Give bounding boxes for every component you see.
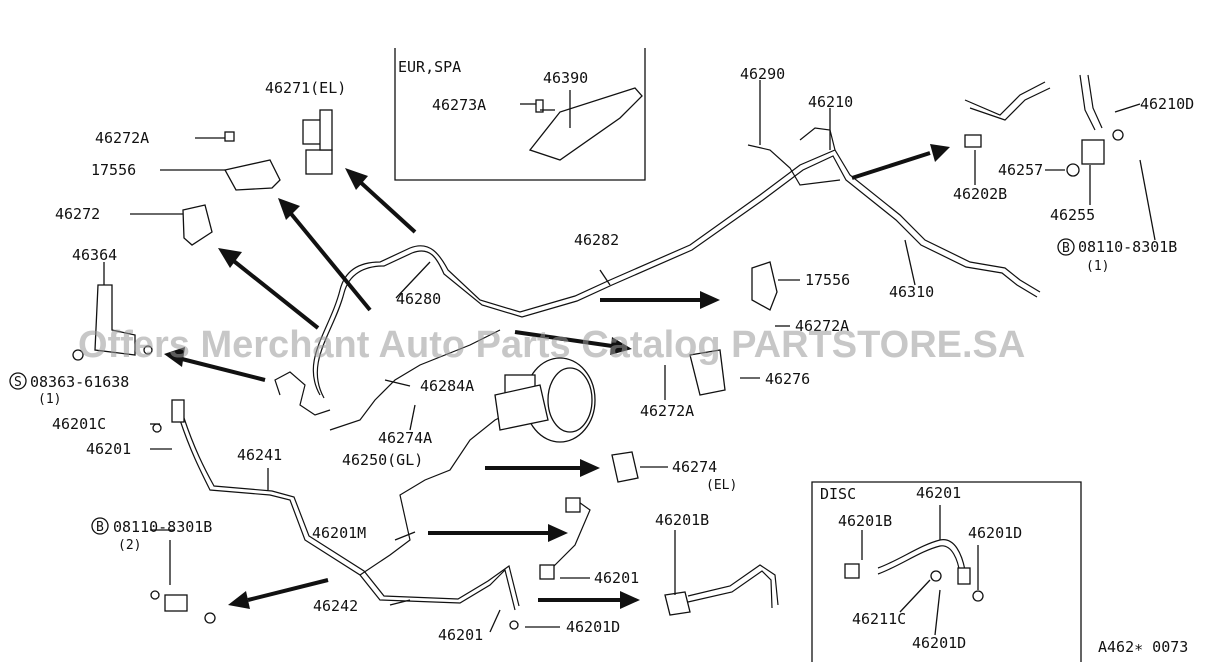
label-46364: 46364: [72, 246, 117, 264]
label-46290: 46290: [740, 65, 785, 83]
arrow-to-17556: [286, 208, 372, 312]
disc-hose: [877, 539, 966, 571]
label-46201-mid: 46201: [594, 569, 639, 587]
junction-block: [164, 594, 188, 612]
parts: [72, 74, 1124, 630]
s-symbol-icon: [9, 372, 27, 390]
label-46276: 46276: [765, 370, 810, 388]
label-08110-8301b-left: 08110-8301B: [113, 518, 212, 536]
bracket-46272: [182, 204, 213, 246]
leader-lines: [103, 80, 1156, 633]
label-17556-left: 17556: [91, 161, 136, 179]
label-17556-right: 17556: [805, 271, 850, 289]
symbols: S B B: [9, 238, 1075, 535]
label-el: (EL): [706, 478, 737, 493]
arrow-to-46271: [356, 178, 417, 234]
clip-17556-right: [751, 261, 778, 311]
bracket-46364: [94, 284, 136, 356]
inset-eur-spa-title: EUR,SPA: [398, 58, 461, 76]
inset-eur-spa: EUR,SPA 46390 46273A: [394, 48, 646, 181]
label-46272: 46272: [55, 205, 100, 223]
fitting-46201c: [171, 399, 185, 423]
arrow-to-46364: [177, 356, 266, 382]
label-46201b: 46201B: [655, 511, 709, 529]
watermark-text: Offers Merchant Auto Parts Catalog PARTS…: [78, 324, 1025, 366]
label-46211c-disc: 46211C: [852, 610, 906, 628]
label-46310: 46310: [889, 283, 934, 301]
label-46274: 46274: [672, 458, 717, 476]
arrow-to-46272: [228, 256, 320, 330]
label-46241: 46241: [237, 446, 282, 464]
label-46272a-mid: 46272A: [640, 402, 694, 420]
label-46210: 46210: [808, 93, 853, 111]
arrow-to-46210d: [851, 151, 931, 180]
label-46274a: 46274A: [378, 429, 432, 447]
clip-17556: [224, 159, 281, 191]
bolt-46273a: [535, 99, 544, 113]
label-46201-disc: 46201: [916, 484, 961, 502]
arrow-to-46276: [514, 330, 613, 348]
b-symbol-icon-left: [91, 517, 109, 535]
label-46272a-top: 46272A: [95, 129, 149, 147]
label-46210d: 46210D: [1140, 95, 1194, 113]
inset-disc-title: DISC: [820, 485, 856, 503]
bracket-46201b: [664, 591, 691, 616]
label-46201d-bottom: 46201D: [566, 618, 620, 636]
b-symbol-letter-right: B: [1062, 241, 1070, 256]
label-46284a: 46284A: [420, 377, 474, 395]
label-46390: 46390: [543, 69, 588, 87]
label-46201-left: 46201: [86, 440, 131, 458]
clip-46274: [611, 451, 639, 483]
fitting-46255: [1081, 139, 1105, 165]
inset-disc: DISC 46201 46201B 46201D 46211C 46201D: [811, 481, 1082, 662]
label-qty-1-right: (1): [1086, 259, 1109, 274]
disc-washer: [972, 590, 984, 602]
label-46201c: 46201C: [52, 415, 106, 433]
diagram-code: A462∗ 0073: [1098, 638, 1188, 656]
label-46273a-inset: 46273A: [432, 96, 486, 114]
label-46282: 46282: [574, 231, 619, 249]
label-qty-1-left: (1): [38, 392, 61, 407]
b-symbol-letter-left: B: [96, 520, 104, 535]
label-46201b-disc: 46201B: [838, 512, 892, 530]
label-46255: 46255: [1050, 206, 1095, 224]
hose-end-46201: [539, 564, 555, 580]
label-46201-bottom: 46201: [438, 626, 483, 644]
b-symbol-icon-right: [1057, 238, 1075, 256]
washer-46201d: [509, 620, 519, 630]
master-cylinder: [494, 384, 549, 431]
label-08110-8301b-right: 08110-8301B: [1078, 238, 1177, 256]
label-46250gl: 46250(GL): [342, 451, 423, 469]
label-46202b: 46202B: [953, 185, 1007, 203]
label-46257: 46257: [998, 161, 1043, 179]
label-46201d-disc-bottom: 46201D: [912, 634, 966, 652]
bracket-46390: [528, 87, 643, 161]
part-labels: 46271(EL) 46272A 17556 46272 46364 08363…: [30, 65, 1194, 644]
direction-arrows: [164, 144, 950, 609]
bracket-46276: [689, 349, 726, 396]
disc-clip: [844, 563, 860, 579]
label-46242: 46242: [313, 597, 358, 615]
arrow-to-junction: [247, 578, 329, 602]
label-08363-61638: 08363-61638: [30, 373, 129, 391]
label-46280: 46280: [396, 290, 441, 308]
label-qty-2: (2): [118, 538, 141, 553]
brake-pipes: [179, 127, 1041, 611]
label-46201m: 46201M: [312, 524, 366, 542]
label-46201d-disc-top: 46201D: [968, 524, 1022, 542]
s-symbol-letter: S: [14, 375, 22, 390]
label-46272a-right: 46272A: [795, 317, 849, 335]
label-46271el: 46271(EL): [265, 79, 346, 97]
clip-46202b: [964, 134, 982, 148]
bolt-46272a: [224, 131, 235, 142]
